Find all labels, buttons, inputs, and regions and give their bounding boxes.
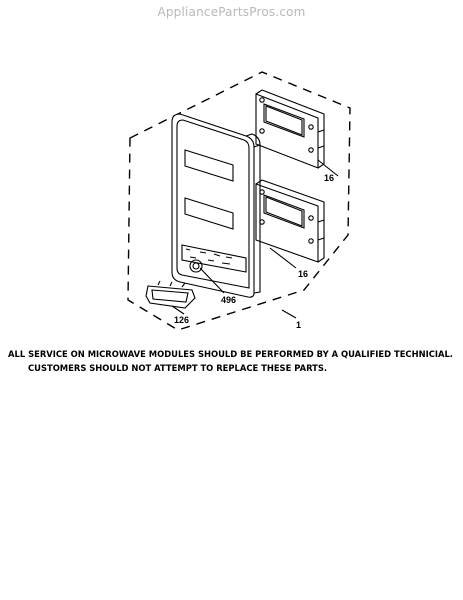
service-note-line-1: ALL SERVICE ON MICROWAVE MODULES SHOULD … (8, 349, 453, 359)
assembly-boundary (127, 71, 351, 331)
callout-16-bottom: 16 (298, 269, 308, 279)
service-note-line-2: CUSTOMERS SHOULD NOT ATTEMPT TO REPLACE … (28, 363, 328, 373)
leader-16-bottom (269, 247, 297, 269)
leader-496 (199, 267, 225, 294)
leader-16-top (317, 159, 339, 177)
module-board-top (255, 89, 325, 169)
callout-1: 1 (296, 320, 301, 330)
callout-126: 126 (174, 315, 189, 325)
control-panel (171, 113, 261, 298)
leader-126 (171, 305, 185, 315)
leader-1 (281, 309, 297, 319)
watermark: AppliancePartsPros.com (157, 5, 306, 19)
callout-496: 496 (221, 295, 236, 305)
module-board-bottom (255, 179, 325, 263)
callout-16-top: 16 (324, 173, 334, 183)
latch-bracket (145, 280, 196, 309)
